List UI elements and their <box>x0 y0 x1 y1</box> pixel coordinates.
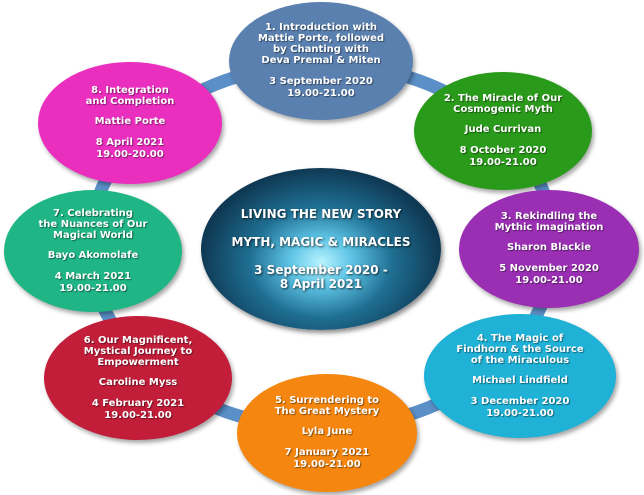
session-5-title: 5. Surrendering to The Great Mystery <box>274 395 380 417</box>
session-2-title: 2. The Miracle of Our Cosmogenic Myth <box>443 93 563 115</box>
session-6-speaker: Caroline Myss <box>98 376 178 388</box>
session-2-node: 2. The Miracle of Our Cosmogenic Myth Ju… <box>414 72 592 190</box>
session-7-date: 4 March 2021 <box>54 270 132 282</box>
session-4-speaker: Michael Lindfield <box>472 374 568 386</box>
session-4-node: 4. The Magic of Findhorn & the Source of… <box>424 314 616 438</box>
session-8-date: 8 April 2021 <box>95 137 165 148</box>
session-3-speaker: Sharon Blackie <box>506 242 592 253</box>
session-1-date: 3 September 2020 <box>269 76 373 87</box>
session-4-title: 4. The Magic of Findhorn & the Source of… <box>456 332 584 366</box>
session-3-title: 3. Rekindling the Mythic Imagination <box>494 211 604 233</box>
session-2-speaker: Jude Currivan <box>464 124 542 135</box>
session-6-date: 4 February 2021 <box>91 397 185 409</box>
session-4-time: 19.00-21.00 <box>486 407 554 419</box>
session-1-time: 19.00-21.00 <box>287 88 355 99</box>
session-2-date: 8 October 2020 <box>459 145 547 156</box>
session-5-time: 19.00-21.00 <box>293 459 361 470</box>
session-3-date: 5 November 2020 <box>499 263 599 274</box>
session-4-date: 3 December 2020 <box>470 395 570 407</box>
session-7-speaker: Bayo Akomolafe <box>47 249 139 261</box>
series-title: LIVING THE NEW STORY <box>240 207 402 221</box>
session-8-title: 8. Integration and Completion <box>85 85 175 107</box>
session-5-speaker: Lyla June <box>301 426 353 437</box>
series-centre-title: LIVING THE NEW STORY MYTH, MAGIC & MIRAC… <box>201 168 441 330</box>
session-8-time: 19.00-20.00 <box>96 149 164 160</box>
series-subtitle: MYTH, MAGIC & MIRACLES <box>231 235 411 249</box>
session-8-node: 8. Integration and Completion Mattie Por… <box>38 62 222 184</box>
session-1-node: 1. Introduction with Mattie Porte, follo… <box>229 2 413 120</box>
session-3-time: 19.00-21.00 <box>515 275 583 286</box>
session-5-date: 7 January 2021 <box>284 447 370 458</box>
session-6-title: 6. Our Magnificent, Mystical Journey to … <box>83 334 193 368</box>
session-7-title: 7. Celebrating the Nuances of Our Magica… <box>38 207 148 241</box>
session-6-node: 6. Our Magnificent, Mystical Journey to … <box>44 316 232 440</box>
session-2-time: 19.00-21.00 <box>469 157 537 168</box>
session-8-speaker: Mattie Porte <box>94 116 166 127</box>
series-dates: 3 September 2020 - 8 April 2021 <box>254 263 388 291</box>
session-6-time: 19.00-21.00 <box>104 409 172 421</box>
session-5-node: 5. Surrendering to The Great Mystery Lyl… <box>237 374 417 492</box>
session-3-node: 3. Rekindling the Mythic Imagination Sha… <box>459 190 639 308</box>
session-7-node: 7. Celebrating the Nuances of Our Magica… <box>4 190 182 312</box>
session-1-title: 1. Introduction with Mattie Porte, follo… <box>257 22 385 66</box>
session-7-time: 19.00-21.00 <box>59 282 127 294</box>
